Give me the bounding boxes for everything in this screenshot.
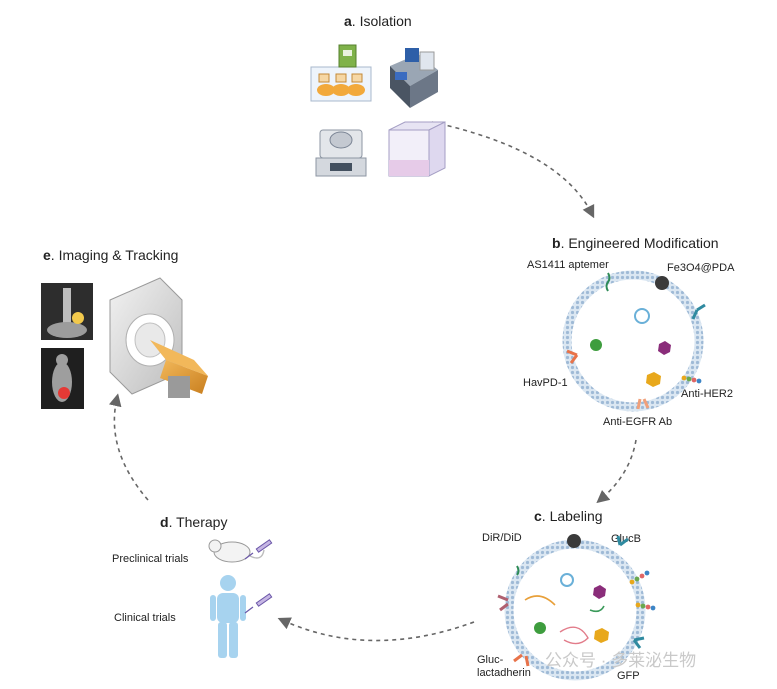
labeled-vesicle [497, 534, 656, 681]
mouse-icon [208, 539, 265, 563]
culture-flasks-icon [310, 44, 372, 102]
engineered-vesicle [562, 270, 706, 412]
heading-imaging-tracking: e. Imaging & Tracking [43, 247, 179, 263]
label-fe3o4: Fe3O4@PDA [667, 262, 735, 274]
xray-image-icon [41, 283, 93, 340]
arrow-modification-to-labeling [596, 439, 637, 504]
chromatography-system-icon [390, 48, 438, 108]
label-as1411: AS1411 aptemer [527, 259, 609, 271]
arrow-labeling-to-therapy [277, 617, 475, 642]
heading-engineered-modification: b. Engineered Modification [552, 235, 719, 251]
mouse-imaging-icon [41, 348, 84, 409]
arrow-isolation-to-modification [431, 121, 595, 219]
arrow-therapy-to-imaging [108, 393, 149, 501]
label-anti-her2: Anti-HER2 [681, 388, 733, 400]
heading-labeling: c. Labeling [534, 508, 603, 524]
label-dir-did: DiR/DiD [482, 532, 522, 544]
filtration-box-icon [388, 121, 446, 177]
syringe-human-icon [244, 593, 273, 614]
heading-therapy: d. Therapy [160, 514, 228, 530]
syringe-mouse-icon [244, 539, 273, 560]
label-gfp: GFP [617, 670, 640, 682]
label-clinical-trials: Clinical trials [114, 612, 176, 624]
label-anti-egfr: Anti-EGFR Ab [603, 416, 673, 428]
glucb-beads [629, 570, 656, 611]
label-preclinical-trials: Preclinical trials [112, 553, 189, 565]
human-figure-icon [210, 575, 246, 658]
ct-scanner-icon [109, 277, 208, 398]
heading-isolation: a. Isolation [344, 13, 412, 29]
watermark: 公众号 · 多莱泌生物 [545, 651, 697, 670]
centrifuge-icon [315, 129, 367, 177]
anti-her2-beads [681, 375, 702, 384]
label-gluc-lactadherin: Gluc-lactadherin [477, 654, 531, 679]
label-havpd1: HavPD-1 [523, 377, 568, 389]
